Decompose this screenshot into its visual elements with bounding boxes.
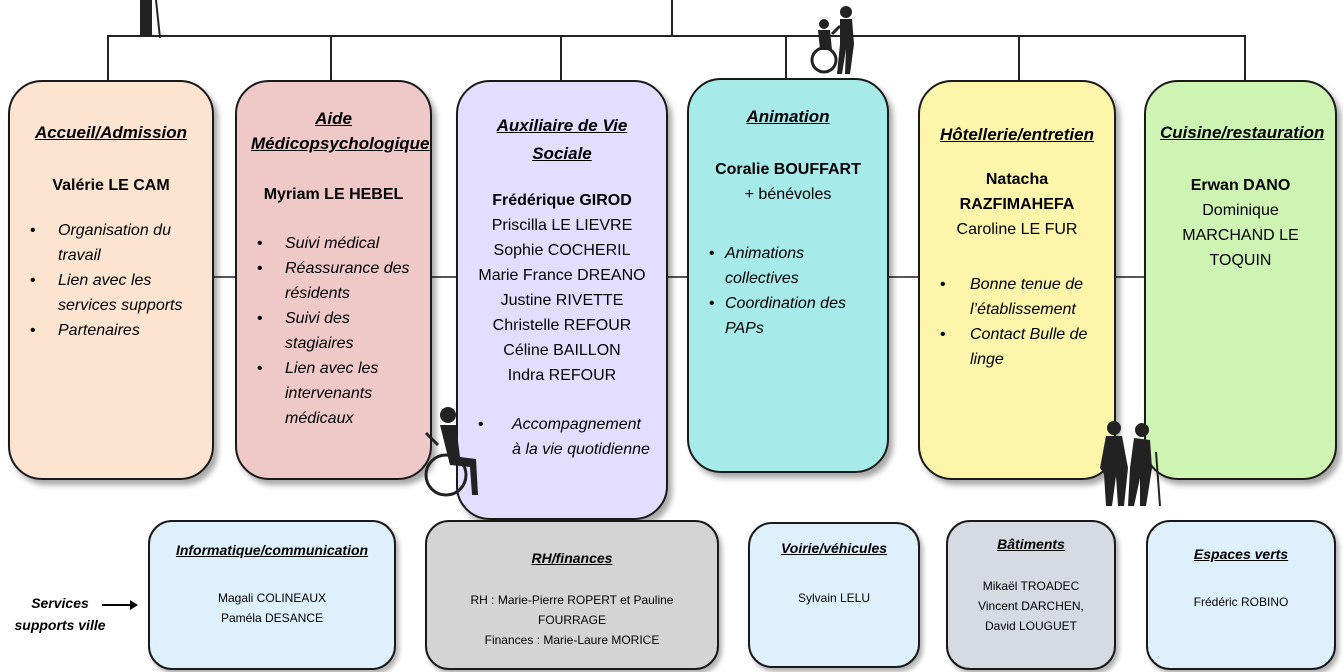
card-title: Auxiliaire de Vie Sociale [472,112,652,168]
member-name: Indra REFOUR [507,367,617,384]
card-cuisine: Cuisine/restauration Erwan DANO Dominiqu… [1144,80,1337,480]
card-title: Accueil/Admission [34,123,188,142]
member-name: Céline BAILLON [503,342,621,359]
person-walking-icon [140,0,161,39]
member-name: Christelle REFOUR [492,317,632,334]
support-informatique: Informatique/communication Magali COLINE… [148,520,396,670]
task-item: Coordination des PAPs [703,291,873,341]
connector-accueil [107,35,109,85]
card-aide: Aide Médicopsychologique Myriam LE HEBEL… [235,80,432,480]
task-list: Accompagnement à la vie quotidienne [472,412,652,462]
caregiver-wheelchair-icon [810,6,854,74]
member-name: Caroline LE FUR [956,221,1078,238]
lead-name: Natacha [985,171,1049,188]
support-member: FOURRAGE [537,613,606,627]
card-title-line: Aide [315,109,352,128]
support-member: Finances : Marie-Laure MORICE [484,633,660,647]
support-member: Paméla DESANCE [220,611,324,625]
support-title: Informatique/communication [175,542,369,558]
connector-hotellerie [1018,35,1020,85]
card-title-line: Sociale [532,144,592,163]
extra-note: + bénévoles [744,186,832,203]
support-member: Magali COLINEAUX [217,591,327,605]
card-hotellerie: Hôtellerie/entretien Natacha RAZFIMAHEFA… [918,80,1116,480]
task-item: Partenaires [24,318,198,343]
member-name: Priscilla LE LIEVRE [491,217,633,234]
card-auxiliaire: Auxiliaire de Vie Sociale Frédérique GIR… [456,80,668,520]
support-rh: RH/finances RH : Marie-Pierre ROPERT et … [425,520,719,670]
task-item: Accompagnement à la vie quotidienne [472,412,652,462]
card-title: Hôtellerie/entretien [940,125,1094,144]
support-title: Espaces verts [1193,546,1289,562]
support-title: Voirie/véhicules [780,540,888,556]
support-member: David LOUGUET [984,619,1078,633]
task-list: Suivi médical Réassurance des résidents … [251,231,416,431]
card-title-line: Médicopsychologique [251,134,430,153]
support-espaces: Espaces verts Frédéric ROBINO [1146,520,1336,670]
support-label-line: Services [31,595,89,611]
member-name: MARCHAND LE [1182,227,1299,244]
task-list: Bonne tenue de l’établissement Contact B… [934,272,1100,372]
card-accueil: Accueil/Admission Valérie LE CAM Organis… [8,80,214,480]
card-title: Cuisine/restauration [1160,123,1325,142]
member-name: TOQUIN [1209,252,1272,269]
lead-name: Valérie LE CAM [52,177,170,194]
lead-name: Coralie BOUFFART [715,161,861,178]
support-member: Mikaël TROADEC [982,579,1080,593]
task-list: Organisation du travail Lien avec les se… [24,218,198,343]
task-item: Lien avec les intervenants médicaux [251,356,416,431]
member-name: Marie France DREANO [478,267,646,284]
connector-row [120,276,1230,278]
task-item: Suivi médical [251,231,416,256]
arrow-right-icon [102,600,138,610]
connector-animation [785,35,787,85]
connector-horizontal [107,35,1246,37]
support-services-label: Services supports ville [10,592,110,636]
support-title: RH/finances [531,550,613,566]
member-name: Dominique [1202,202,1279,219]
support-voirie: Voirie/véhicules Sylvain LELU [748,522,920,668]
task-list: Animations collectives Coordination des … [703,241,873,341]
lead-name: Myriam LE HEBEL [263,186,404,203]
lead-name: Erwan DANO [1190,177,1291,194]
card-title: Animation [746,107,830,126]
support-member: RH : Marie-Pierre ROPERT et Pauline [470,593,674,607]
card-title-line: Auxiliaire de Vie [496,116,628,135]
member-name: Justine RIVETTE [500,292,624,309]
elderly-couple-icon [1100,421,1161,507]
support-label-line: supports ville [14,617,106,633]
connector-vertical-top [671,0,673,36]
task-item: Animations collectives [703,241,873,291]
card-title: Aide Médicopsychologique [251,106,430,156]
task-item: Lien avec les services supports [24,268,198,318]
support-member: Sylvain LELU [797,591,871,605]
lead-name: RAZFIMAHEFA [959,196,1075,213]
task-item: Organisation du travail [24,218,198,268]
task-item: Réassurance des résidents [251,256,416,306]
member-name: Sophie COCHERIL [493,242,631,259]
connector-cuisine [1244,35,1246,85]
connector-aide [330,35,332,85]
connector-auxiliaire [560,35,562,85]
support-batiments: Bâtiments Mikaël TROADEC Vincent DARCHEN… [946,520,1116,670]
card-animation: Animation Coralie BOUFFART + bénévoles A… [687,78,889,473]
task-item: Suivi des stagiaires [251,306,416,356]
support-member: Vincent DARCHEN, [978,599,1084,613]
lead-name: Frédérique GIROD [492,192,632,209]
wheelchair-user-icon [424,407,478,497]
support-title: Bâtiments [997,536,1065,552]
task-item: Contact Bulle de linge [934,322,1100,372]
support-member: Frédéric ROBINO [1193,595,1289,609]
task-item: Bonne tenue de l’établissement [934,272,1100,322]
